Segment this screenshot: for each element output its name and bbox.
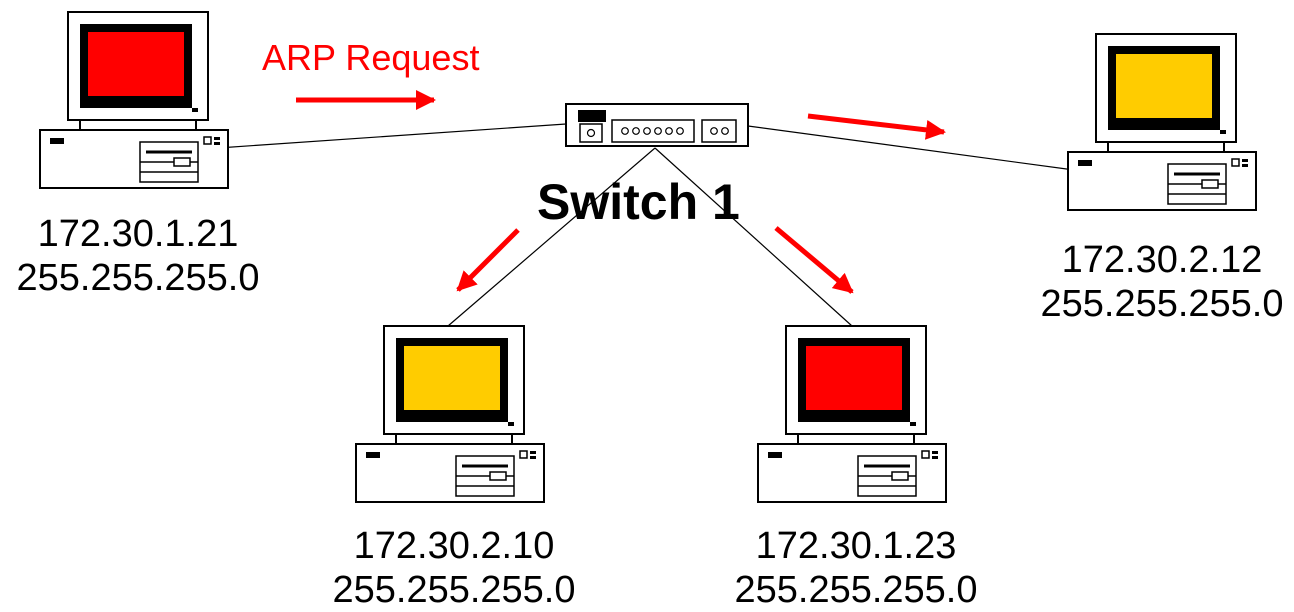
host-a-mask: 255.255.255.0: [16, 257, 260, 299]
arp-request-label: ARP Request: [262, 37, 480, 78]
host-c-ip: 172.30.2.10: [353, 525, 555, 567]
cable-d: [654, 147, 853, 327]
host-d-mask: 255.255.255.0: [734, 569, 978, 611]
cable-b: [747, 125, 1075, 171]
screen-host-a: [88, 32, 184, 96]
host-a-label: 172.30.1.21 255.255.255.0: [0, 212, 276, 300]
switch-label: Switch 1: [537, 174, 740, 230]
switch-device: [565, 103, 749, 147]
host-b-label: 172.30.2.12 255.255.255.0: [1030, 238, 1294, 326]
arp-arrow-to-host-b: [807, 113, 946, 140]
host-c-label: 172.30.2.10 255.255.255.0: [316, 524, 592, 612]
screen-host-c: [404, 346, 500, 410]
host-d-label: 172.30.1.23 255.255.255.0: [718, 524, 994, 612]
host-a-ip: 172.30.1.21: [37, 213, 239, 255]
arp-arrow-to-host-c: [456, 228, 520, 292]
cable-a: [217, 123, 567, 149]
computer-host-c: [354, 324, 546, 504]
host-d-ip: 172.30.1.23: [755, 525, 957, 567]
host-b-ip: 172.30.2.12: [1061, 239, 1263, 281]
cable-c: [447, 147, 656, 327]
computer-host-b: [1066, 32, 1258, 212]
screen-host-b: [1116, 54, 1212, 118]
computer-host-d: [756, 324, 948, 504]
arp-arrow-to-host-d: [774, 226, 854, 294]
host-c-mask: 255.255.255.0: [332, 569, 576, 611]
host-b-mask: 255.255.255.0: [1040, 283, 1284, 325]
screen-host-d: [806, 346, 902, 410]
computer-host-a: [38, 10, 230, 190]
